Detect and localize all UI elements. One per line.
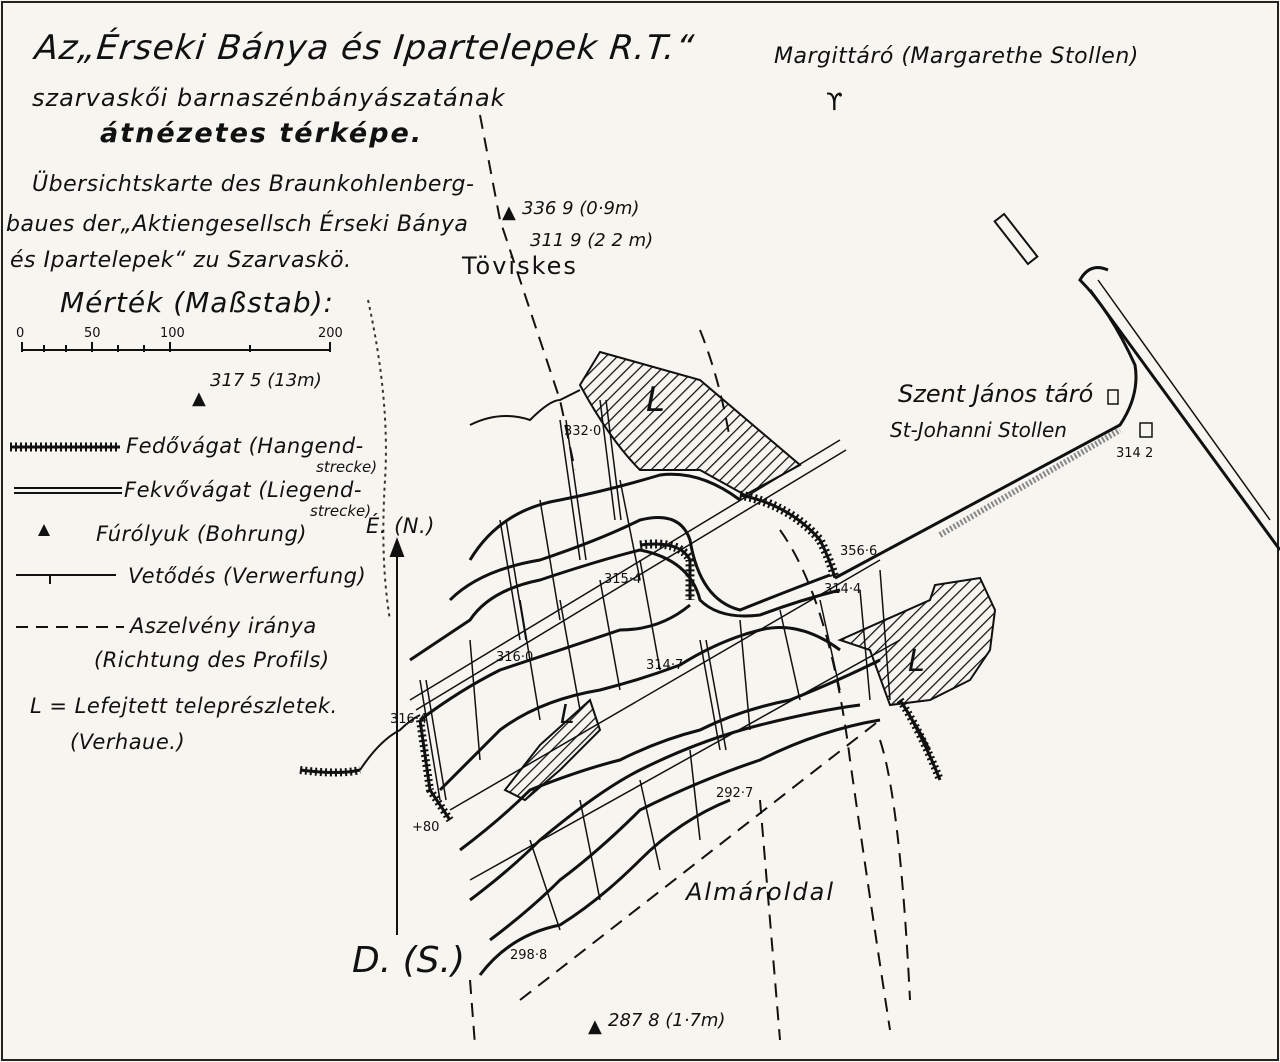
legend-liegend-2: strecke) (310, 502, 372, 520)
scale-tick-0: 0 (16, 326, 25, 341)
scale-tick-50: 50 (84, 326, 101, 341)
map-subtitle: szarvaskői barnaszénbányászatának (32, 84, 506, 112)
scale-bar (21, 342, 331, 352)
main-adit (834, 266, 1280, 580)
scale-tick-200: 200 (318, 326, 343, 341)
borehole-1a: 336 9 (0·9m) (522, 198, 640, 219)
borehole-1b: 311 9 (2 2 m) (530, 230, 654, 251)
german-title-2: baues der„Aktiengesellsch Érseki Bánya (6, 212, 469, 237)
legend-hangend: Fedővágat (Hangend- (126, 434, 364, 458)
place-margit: Margittáró (Margarethe Stollen) (774, 44, 1139, 69)
margit-portal (993, 212, 1039, 266)
elev-3320: 332·0 (564, 424, 602, 439)
scale-label: Mérték (Maßstab): (60, 286, 334, 319)
elev-3142: 314 2 (1116, 446, 1154, 461)
legend-liegend: Fekvővágat (Liegend- (124, 478, 362, 502)
borehole-2: 317 5 (13m) (210, 370, 322, 391)
verhau-label-3: L (560, 700, 575, 730)
verhau-label-2: L (908, 644, 925, 679)
elev-3144: 314·4 (824, 582, 862, 597)
place-toviskes: Töviskes (462, 252, 578, 280)
elev-2988: 298·8 (510, 948, 548, 963)
elev-3566: 356·6 (840, 544, 878, 559)
legend-hangend-2: strecke) (316, 458, 378, 476)
german-title-3: és Ipartelepek“ zu Szarvaskö. (10, 248, 352, 273)
legend-profil: Aszelvény iránya (130, 614, 317, 638)
south-label: D. (S.) (352, 940, 465, 981)
north-label: É. (N.) (366, 514, 435, 538)
scale-tick-100: 100 (160, 326, 185, 341)
map-title: Az„Érseki Bánya és Ipartelepek R.T.“ (32, 28, 697, 68)
janos-portal-1 (1107, 389, 1119, 405)
faults (359, 389, 931, 771)
margit-symbol: ϒ (826, 88, 843, 116)
legend-symbol-bohrung (38, 524, 50, 536)
borehole-3: 287 8 (1·7m) (608, 1010, 726, 1031)
legend-bohrung: Fúrólyuk (Bohrung) (96, 522, 307, 546)
cross-cuts (409, 399, 901, 931)
borehole-icon-1: ▲ (502, 202, 516, 223)
legend-verhaue-2: (Verhaue.) (70, 730, 186, 754)
janos-portal-2 (1139, 422, 1153, 438)
legend-symbol-liegend (14, 487, 122, 494)
elev-3160: 316·0 (496, 650, 534, 665)
borehole-icon-2: ▲ (192, 388, 206, 409)
map-subtitle-2: átnézetes térképe. (100, 118, 424, 149)
elev-80: +80 (412, 820, 440, 835)
borehole-icon-3: ▲ (588, 1016, 602, 1037)
legend-profil-2: (Richtung des Profils) (94, 648, 330, 672)
place-almaroldal: Almároldal (686, 878, 835, 906)
elev-2927: 292·7 (716, 786, 754, 801)
north-arrow (389, 537, 405, 935)
legend-verwerfung: Vetődés (Verwerfung) (128, 564, 367, 588)
hangend-galleries (299, 490, 944, 823)
place-szent-janos: Szent János táró (898, 380, 1094, 408)
german-title-1: Übersichtskarte des Braunkohlenberg- (32, 172, 475, 197)
elev-3164: 316·4 (390, 712, 428, 727)
outcrop-line (367, 299, 391, 621)
place-st-johanni: St-Johanni Stollen (890, 418, 1067, 442)
legend-verhaue: L = Lefejtett teleprészletek. (30, 694, 338, 718)
verhau-label-1: L (646, 380, 665, 420)
elev-3154: 315·4 (604, 572, 642, 587)
elev-3147: 314·7 (646, 658, 684, 673)
legend-symbol-verwerfung (16, 574, 116, 584)
